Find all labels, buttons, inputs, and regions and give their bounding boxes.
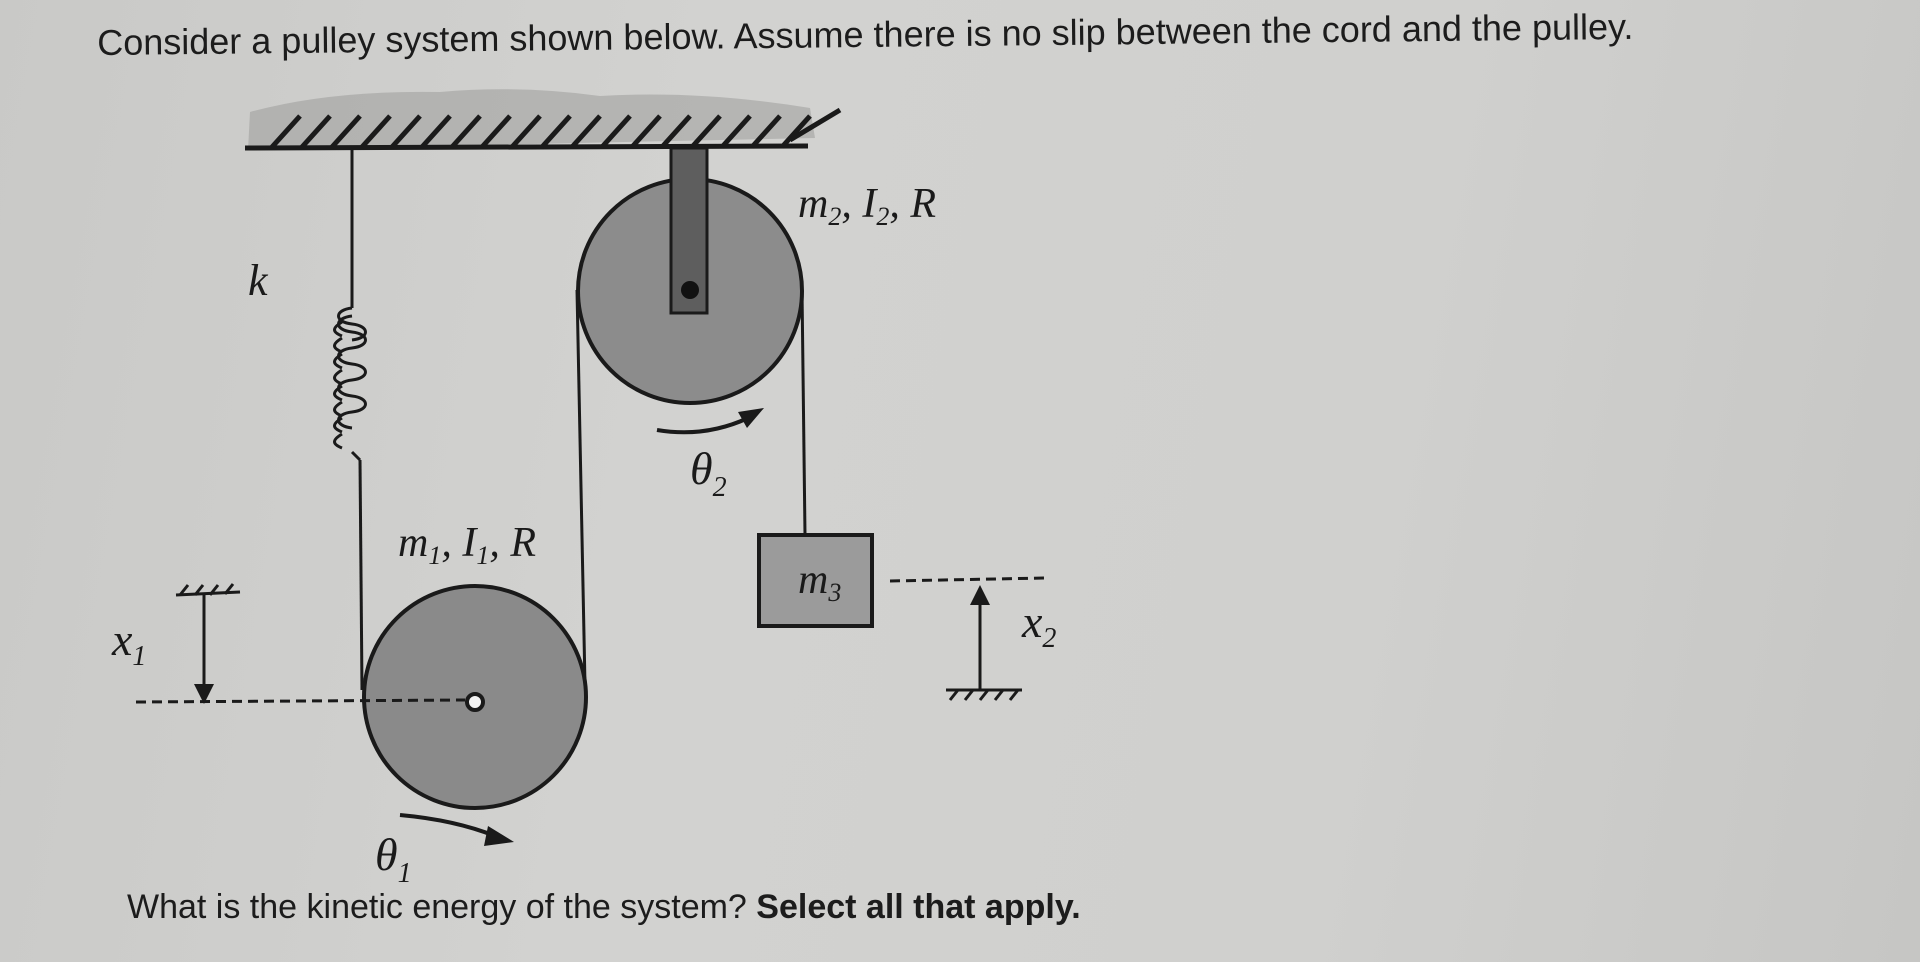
x1-arrowhead [194, 684, 214, 704]
prompt-bold-text: Select all that apply. [756, 888, 1081, 926]
bottom-pulley-label: m1, I1, R [398, 520, 536, 570]
block-m3 [757, 533, 874, 628]
theta1-label: θ1 [375, 829, 412, 889]
cords [575, 289, 807, 686]
theta1-arrowhead [484, 826, 514, 846]
ceiling [244, 107, 842, 151]
theta2-arrow [656, 416, 749, 435]
prompt: What is the kinetic energy of the system… [127, 888, 1081, 927]
spring [333, 148, 367, 691]
x2-reference [889, 576, 1046, 701]
cord-right-top-pulley-to-block [800, 289, 807, 536]
block-m3-label: m3 [798, 557, 841, 607]
bottom-pulley-axle [465, 692, 485, 712]
x2-label: x2 [1021, 596, 1056, 654]
x1-label: x1 [111, 614, 146, 672]
x1-reference [135, 583, 466, 704]
top-pulley-axle [681, 281, 699, 299]
cord-left-bottom-to-top-pulley [575, 289, 587, 686]
theta2-label: θ2 [690, 443, 727, 503]
prompt-text: What is the kinetic energy of the system… [127, 888, 747, 926]
top-pulley-label: m2, I2, R [798, 181, 936, 231]
x2-arrowhead [970, 585, 990, 605]
theta2-arrowhead [738, 408, 764, 428]
spring-label: k [248, 256, 269, 305]
theta1-arrow [399, 813, 496, 838]
